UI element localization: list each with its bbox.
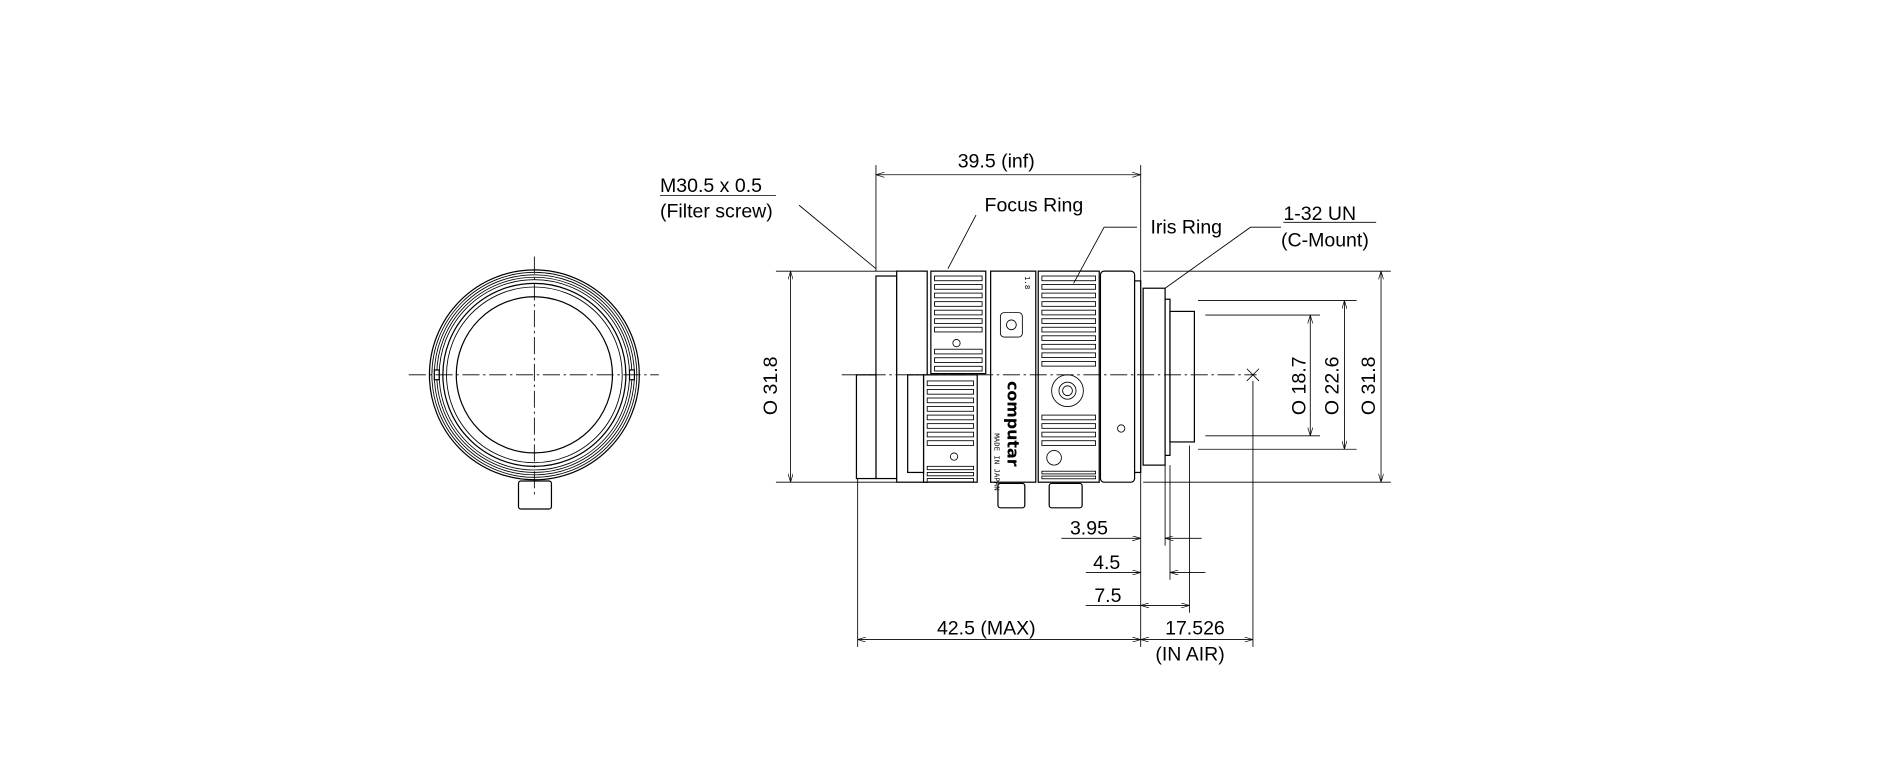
knurl-rib xyxy=(1041,275,1096,282)
knurl-rib xyxy=(926,380,974,387)
mount-note-label: (C-Mount) xyxy=(1281,230,1369,252)
knurl-rib xyxy=(926,397,974,404)
knurl-rib xyxy=(1041,352,1096,359)
knurl-rib xyxy=(1041,292,1096,299)
knurl-rib xyxy=(934,284,983,290)
knurl-rib xyxy=(1041,343,1096,350)
dimension-body-diameter: O 31.8 xyxy=(760,357,782,416)
knurl-rib xyxy=(934,318,983,324)
dimension-3-95: 3.95 xyxy=(1070,518,1108,540)
knurl-rib xyxy=(1041,475,1096,480)
knurl-rib xyxy=(934,292,983,299)
knurl-rib xyxy=(934,365,983,372)
knurl-rib xyxy=(1041,360,1096,367)
knurl-rib xyxy=(1041,414,1096,421)
filter-note-label: (Filter screw) xyxy=(660,200,773,222)
knurl-rib xyxy=(1041,301,1096,307)
knurl-rib xyxy=(934,301,983,307)
dimension-length-max: 42.5 (MAX) xyxy=(937,618,1036,640)
focal-point-mark xyxy=(1246,368,1260,382)
knurl-rib xyxy=(1041,470,1096,475)
origin-marking: MADE IN JAPAN xyxy=(992,433,1001,490)
knurl-rib xyxy=(1041,423,1096,429)
knurl-rib xyxy=(926,478,974,483)
c-mount xyxy=(1142,287,1166,466)
knurl-rib xyxy=(934,348,983,355)
knurl-rib xyxy=(1041,431,1096,438)
dimension-4-5: 4.5 xyxy=(1093,552,1120,574)
dimension-back-focus-note: (IN AIR) xyxy=(1155,643,1224,665)
dimension-rear-31-8: O 31.8 xyxy=(1358,357,1380,416)
knurl-rib xyxy=(1041,440,1096,446)
knurl-rib xyxy=(934,357,983,363)
knurl-rib xyxy=(926,465,974,471)
knurl-rib xyxy=(934,275,983,282)
knurl-rib xyxy=(926,414,974,421)
dimension-overall-length-inf: 39.5 (inf) xyxy=(958,150,1035,172)
side-view: computar MADE IN JAPAN 1.8 xyxy=(855,270,1195,509)
focus-ring-upper xyxy=(930,270,987,375)
aperture-marking: 1.8 xyxy=(1023,276,1032,289)
dimension-7-5: 7.5 xyxy=(1094,585,1121,607)
iris-ring-label: Iris Ring xyxy=(1150,216,1222,238)
knurl-rib xyxy=(1041,318,1096,324)
dimension-rear-18-7: O 18.7 xyxy=(1288,357,1310,416)
label-barrel xyxy=(990,270,1037,483)
mount-thread-label: 1-32 UN xyxy=(1283,203,1356,225)
iris-ring xyxy=(1037,270,1100,483)
knurl-rib xyxy=(926,406,974,412)
brand-logo: computar xyxy=(1004,381,1023,467)
front-knob xyxy=(517,480,553,510)
knurl-rib xyxy=(934,309,983,316)
knurl-rib xyxy=(926,472,974,477)
knurl-rib xyxy=(926,389,974,395)
knurl-rib xyxy=(926,423,974,429)
knurl-rib xyxy=(926,431,974,438)
focus-ring-label: Focus Ring xyxy=(985,194,1084,216)
knurl-rib xyxy=(1041,326,1096,333)
knurl-rib xyxy=(934,326,983,333)
knurl-rib xyxy=(1041,335,1096,341)
front-view xyxy=(408,256,659,510)
knurl-rib xyxy=(926,440,974,446)
dimension-rear-22-6: O 22.6 xyxy=(1321,357,1343,416)
filter-thread-label: M30.5 x 0.5 xyxy=(660,175,762,197)
dimension-back-focus: 17.526 xyxy=(1165,618,1225,640)
knurl-rib xyxy=(1041,309,1096,316)
knurl-rib xyxy=(1041,284,1096,290)
